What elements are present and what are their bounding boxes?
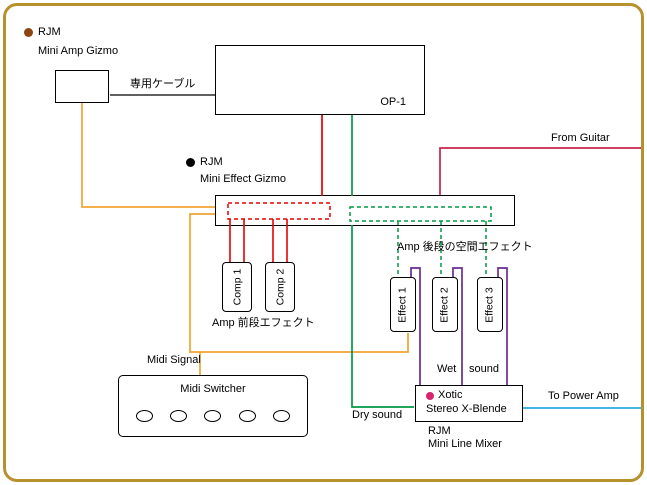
midi-switcher-label: Midi Switcher <box>180 383 246 395</box>
amp-front-effects-label: Amp 前段エフェクト <box>212 317 315 329</box>
sound-label: sound <box>469 363 499 375</box>
effect2-label: Effect 2 <box>439 286 452 323</box>
xblender-maker: RJM <box>428 425 451 437</box>
xblender-maker-name: Mini Line Mixer <box>428 438 502 450</box>
effect3-pedal-box: Effect 3 <box>477 277 503 332</box>
rjm-brown-logo-dot <box>24 28 33 37</box>
midi-switcher-footswitch-row <box>127 410 299 422</box>
footswitch-hole <box>238 410 256 422</box>
comp1-pedal-box: Comp 1 <box>222 262 252 312</box>
midi-signal-label: Midi Signal <box>147 354 201 366</box>
dry-sound-label: Dry sound <box>352 409 403 421</box>
effect1-pedal-box: Effect 1 <box>390 277 416 332</box>
xblender-brand: Xotic <box>438 389 463 401</box>
footswitch-hole <box>204 410 222 422</box>
effect1-label: Effect 1 <box>397 286 410 323</box>
wet-label: Wet <box>437 363 457 375</box>
from-guitar-label: From Guitar <box>551 132 610 144</box>
dedicated-cable-label: 専用ケーブル <box>130 78 196 90</box>
xblender-name: Stereo X-Blende <box>426 403 507 415</box>
mini-effect-gizmo-box <box>215 195 515 226</box>
op1-label: OP-1 <box>380 96 406 108</box>
mini-amp-gizmo-box <box>55 70 109 103</box>
effect-gizmo-name: Mini Effect Gizmo <box>200 173 286 185</box>
rjm-black-logo-dot <box>186 158 195 167</box>
from-guitar-line <box>439 147 641 195</box>
comp1-label: Comp 1 <box>231 268 244 306</box>
op1-device-box: OP-1 <box>215 45 425 115</box>
amp-rear-effects-label: Amp 後段の空間エフェクト <box>397 241 533 253</box>
footswitch-hole <box>170 410 188 422</box>
comp2-pedal-box: Comp 2 <box>265 262 295 312</box>
midi-switcher-box: Midi Switcher <box>118 375 308 437</box>
comp2-label: Comp 2 <box>274 268 287 306</box>
xblender-brand-row: Xotic <box>416 386 522 402</box>
effect-gizmo-brand: RJM <box>200 156 223 168</box>
midi-line-amp-gizmo-to-effect-gizmo <box>81 103 215 208</box>
effect3-label: Effect 3 <box>484 286 497 323</box>
amp-gizmo-name: Mini Amp Gizmo <box>38 45 119 57</box>
effect2-pedal-box: Effect 2 <box>432 277 458 332</box>
amp-gizmo-brand: RJM <box>38 26 61 38</box>
footswitch-hole <box>273 410 291 422</box>
xotic-logo-dot <box>426 392 434 400</box>
footswitch-hole <box>135 410 153 422</box>
stereo-xblender-box: Xotic Stereo X-Blende <box>415 385 523 422</box>
to-power-amp-label: To Power Amp <box>548 390 619 402</box>
